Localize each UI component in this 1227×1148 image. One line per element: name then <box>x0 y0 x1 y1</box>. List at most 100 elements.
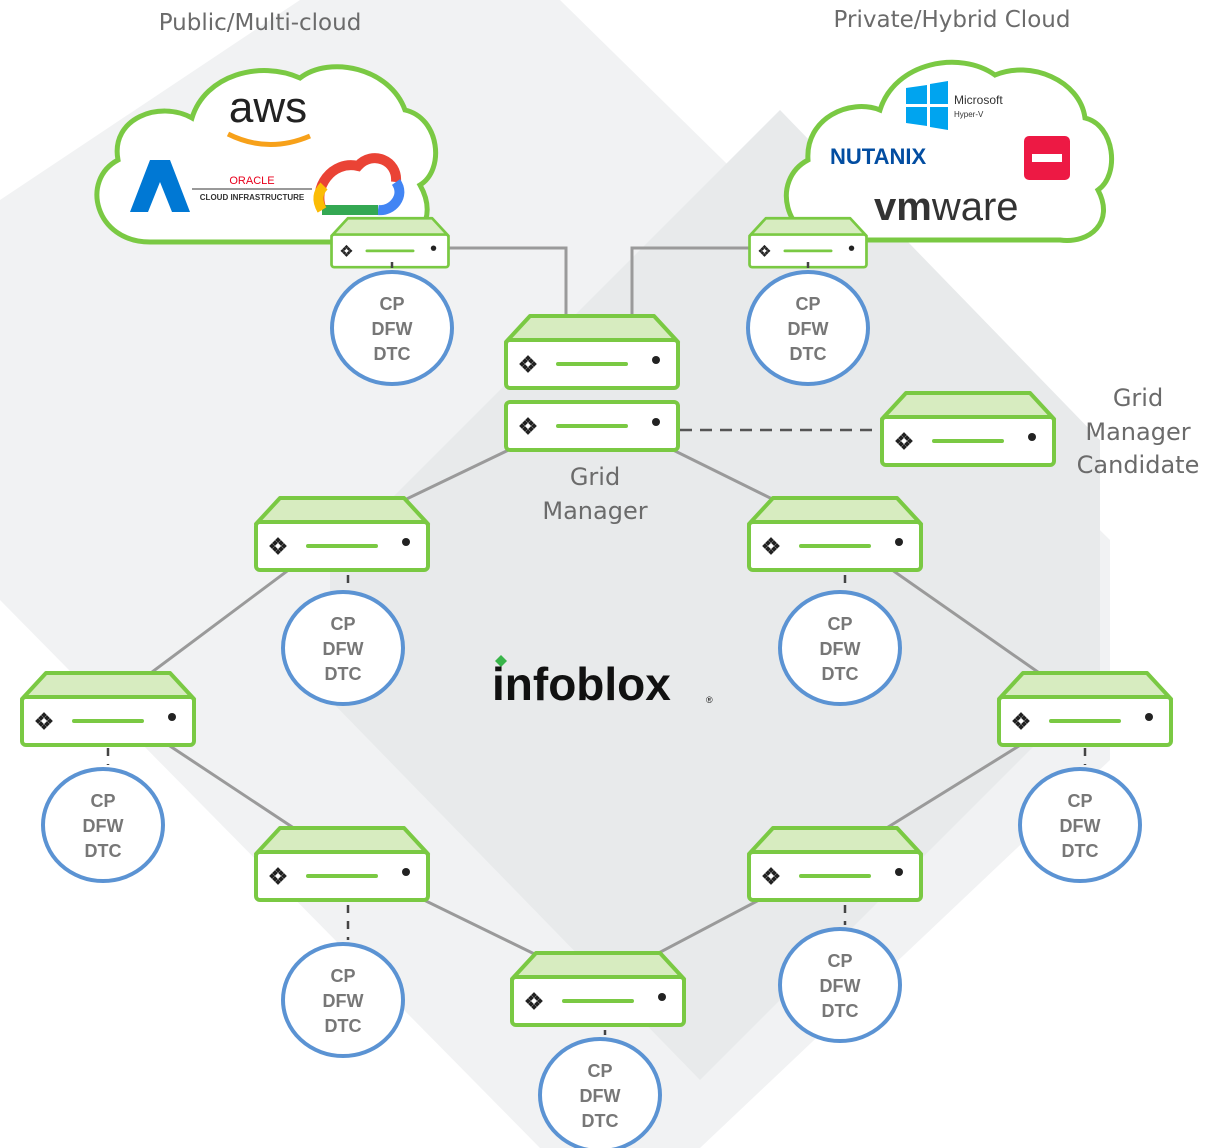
infoblox-diamond-icon <box>519 417 537 435</box>
appliance-led <box>430 245 437 251</box>
role-bubble-member-right: CP DFW DTC <box>1018 748 1142 883</box>
role-bubble-outline <box>778 927 902 1043</box>
role-bubble-public-cloud-member: CP DFW DTC <box>330 262 454 386</box>
hyperv-label: Hyper-V <box>954 110 984 119</box>
role-bubble-outline <box>281 942 405 1058</box>
appliance-member-upper-right[interactable] <box>747 496 923 572</box>
aws-logo: aws <box>229 83 307 132</box>
gm-candidate-label-line1: Grid <box>1113 384 1163 412</box>
grid-manager-label-line2: Manager <box>542 497 647 525</box>
infoblox-diamond-icon <box>525 992 543 1010</box>
role-label-cp: CP <box>795 294 820 314</box>
infoblox-diamond-icon <box>35 712 53 730</box>
role-label-dtc: DTC <box>582 1111 619 1131</box>
public-cloud-label: Public/Multi-cloud <box>159 10 362 36</box>
private-cloud: Microsoft Hyper-V NUTANIX vmware <box>783 59 1114 243</box>
role-bubble-outline <box>281 590 405 706</box>
role-bubble-outline <box>41 767 165 883</box>
appliance-led <box>895 868 903 876</box>
appliance-private-cloud-member[interactable] <box>748 216 868 269</box>
role-label-dtc: DTC <box>85 841 122 861</box>
role-label-cp: CP <box>1067 791 1092 811</box>
vmware-logo: vmware <box>874 185 1019 229</box>
role-label-dfw: DFW <box>820 976 861 996</box>
appliance-gm-top[interactable] <box>504 314 680 390</box>
vmware-logo-bold: vm <box>874 185 932 229</box>
role-bubbles: CP DFW DTC CP DFW DTC CP DFW DTC CP DFW DTC CP DFW DTC… <box>41 262 1142 1148</box>
role-label-cp: CP <box>379 294 404 314</box>
role-label-dtc: DTC <box>374 344 411 364</box>
gm-candidate-label-line3: Candidate <box>1077 451 1200 479</box>
appliance-led <box>895 538 903 546</box>
role-bubble-outline <box>330 270 454 386</box>
role-label-cp: CP <box>330 966 355 986</box>
role-label-dfw: DFW <box>372 319 413 339</box>
appliance-member-lower-right[interactable] <box>747 826 923 902</box>
google-cloud-icon <box>313 153 405 216</box>
azure-icon <box>130 160 190 212</box>
infoblox-diamond-icon <box>762 867 780 885</box>
link-private-cloud <box>630 246 752 322</box>
appliance-led <box>1145 713 1153 721</box>
gm-candidate-label-line2: Manager <box>1085 418 1190 446</box>
appliance-member-bottom[interactable] <box>510 951 686 1027</box>
appliance-member-upper-left[interactable] <box>254 496 430 572</box>
role-label-dtc: DTC <box>822 664 859 684</box>
role-label-dtc: DTC <box>822 1001 859 1021</box>
appliance-led <box>402 868 410 876</box>
role-label-cp: CP <box>90 791 115 811</box>
infoblox-registered-mark: ® <box>706 695 713 705</box>
appliance-led <box>658 993 666 1001</box>
appliances <box>20 216 1173 1027</box>
role-label-dfw: DFW <box>323 639 364 659</box>
appliance-member-left[interactable] <box>20 671 196 747</box>
infoblox-diamond-icon <box>519 355 537 373</box>
link-public-cloud <box>446 246 568 322</box>
infoblox-diamond-icon <box>269 537 287 555</box>
appliance-member-lower-left[interactable] <box>254 826 430 902</box>
role-label-dtc: DTC <box>1062 841 1099 861</box>
appliance-gm-candidate[interactable] <box>880 391 1056 467</box>
appliance-led <box>652 418 660 426</box>
infoblox-diamond-icon <box>495 655 507 667</box>
appliance-gm-bottom[interactable] <box>504 400 680 452</box>
appliance-led <box>848 245 855 251</box>
role-label-dfw: DFW <box>83 816 124 836</box>
role-bubble-outline <box>778 590 902 706</box>
role-bubble-outline <box>538 1037 662 1148</box>
oracle-logo-top: ORACLE <box>229 175 274 187</box>
role-label-dfw: DFW <box>580 1086 621 1106</box>
appliance-led <box>168 713 176 721</box>
infoblox-logo: infoblox ® <box>492 655 713 710</box>
private-cloud-shape <box>783 59 1114 243</box>
infoblox-diamond-icon <box>269 867 287 885</box>
aws-smile-icon <box>226 131 311 147</box>
role-label-cp: CP <box>330 614 355 634</box>
role-bubble-member-left: CP DFW DTC <box>41 748 165 883</box>
role-label-dfw: DFW <box>1060 816 1101 836</box>
oracle-logo-bottom: CLOUD INFRASTRUCTURE <box>200 193 305 202</box>
role-label-cp: CP <box>827 614 852 634</box>
openstack-icon <box>1024 136 1070 180</box>
role-bubble-member-bottom: CP DFW DTC <box>538 1030 662 1148</box>
vmware-logo-rest: ware <box>931 185 1019 229</box>
role-label-dtc: DTC <box>325 1016 362 1036</box>
private-cloud-label: Private/Hybrid Cloud <box>834 7 1071 33</box>
appliance-member-right[interactable] <box>997 671 1173 747</box>
appliance-public-cloud-member[interactable] <box>330 216 450 269</box>
role-label-dfw: DFW <box>788 319 829 339</box>
infoblox-diamond-icon <box>762 537 780 555</box>
infoblox-diamond-icon <box>895 432 913 450</box>
windows-icon <box>906 81 948 130</box>
infoblox-wordmark: infoblox <box>492 658 671 710</box>
role-label-dtc: DTC <box>325 664 362 684</box>
appliance-led <box>652 356 660 364</box>
role-label-cp: CP <box>587 1061 612 1081</box>
nutanix-logo: NUTANIX <box>830 144 926 169</box>
appliance-led <box>402 538 410 546</box>
